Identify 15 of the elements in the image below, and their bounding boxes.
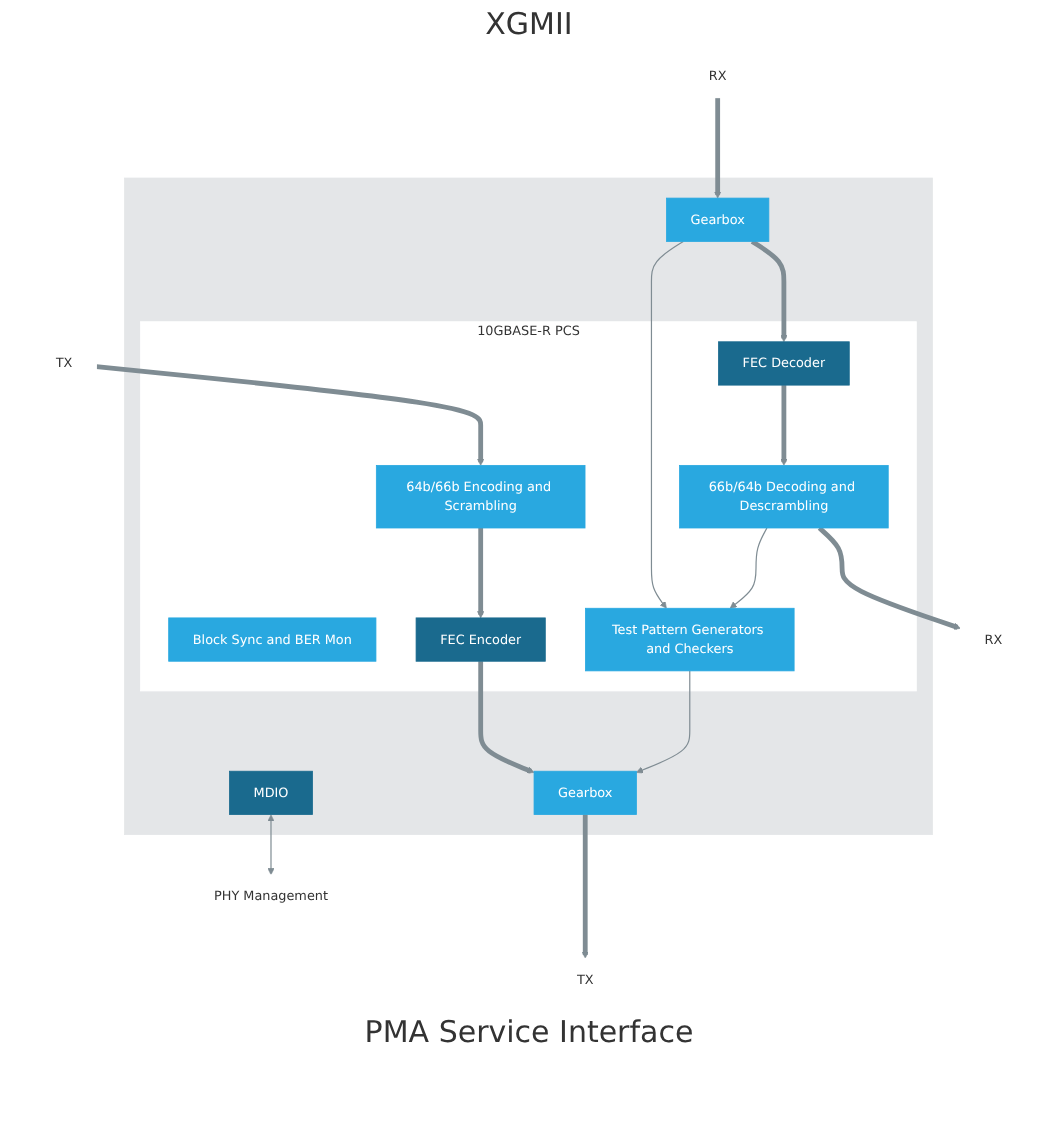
interface-label: PMA Service Interface (362, 1014, 696, 1050)
arrow (478, 661, 535, 774)
arrow (817, 526, 961, 630)
cluster (124, 177, 933, 835)
arrow (477, 528, 485, 619)
arrow (729, 527, 768, 609)
arrow (267, 814, 275, 876)
arrow (714, 97, 722, 199)
arrow (636, 670, 691, 774)
interface-label: XGMII (483, 6, 575, 42)
arrow (750, 239, 788, 343)
arrow (780, 385, 788, 466)
arrow (96, 364, 485, 466)
arrow (581, 814, 589, 959)
arrow (650, 240, 684, 609)
